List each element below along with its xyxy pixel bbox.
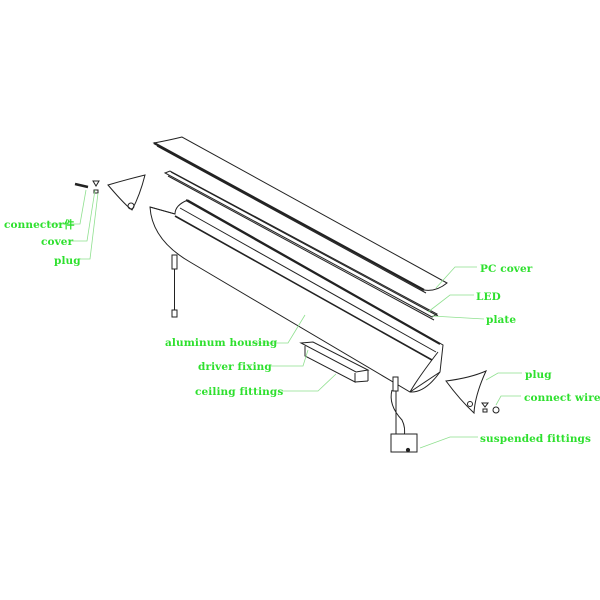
- left-end-cap: [107, 174, 146, 211]
- label-connector: connector件: [4, 219, 75, 231]
- suspension-wire-left: [171, 254, 178, 318]
- label-plug-left: plug: [54, 255, 81, 267]
- label-suspended-fittings: suspended fittings: [480, 433, 592, 445]
- label-ceiling-fittings: ceiling fittings: [195, 386, 284, 398]
- leader-lines: [47, 189, 522, 449]
- aluminum-housing-part: [149, 199, 444, 393]
- driver-fixing-part: [299, 341, 370, 383]
- left-connector-parts: [74, 180, 100, 194]
- label-pc-cover: PC cover: [480, 263, 533, 275]
- label-led: LED: [476, 291, 501, 303]
- label-plug-right: plug: [525, 369, 552, 381]
- label-aluminum-housing: aluminum housing: [165, 337, 278, 349]
- pc-cover-part: [152, 136, 448, 294]
- label-driver-fixing: driver fixing: [198, 361, 272, 373]
- right-end-cap: [445, 370, 488, 415]
- led-strip-part: [163, 170, 439, 321]
- label-plate: plate: [486, 314, 517, 326]
- right-connector-parts: [481, 402, 500, 414]
- label-connect-wire: connect wire: [524, 392, 600, 404]
- suspended-fittings-part: [390, 376, 418, 453]
- label-cover: cover: [41, 236, 74, 248]
